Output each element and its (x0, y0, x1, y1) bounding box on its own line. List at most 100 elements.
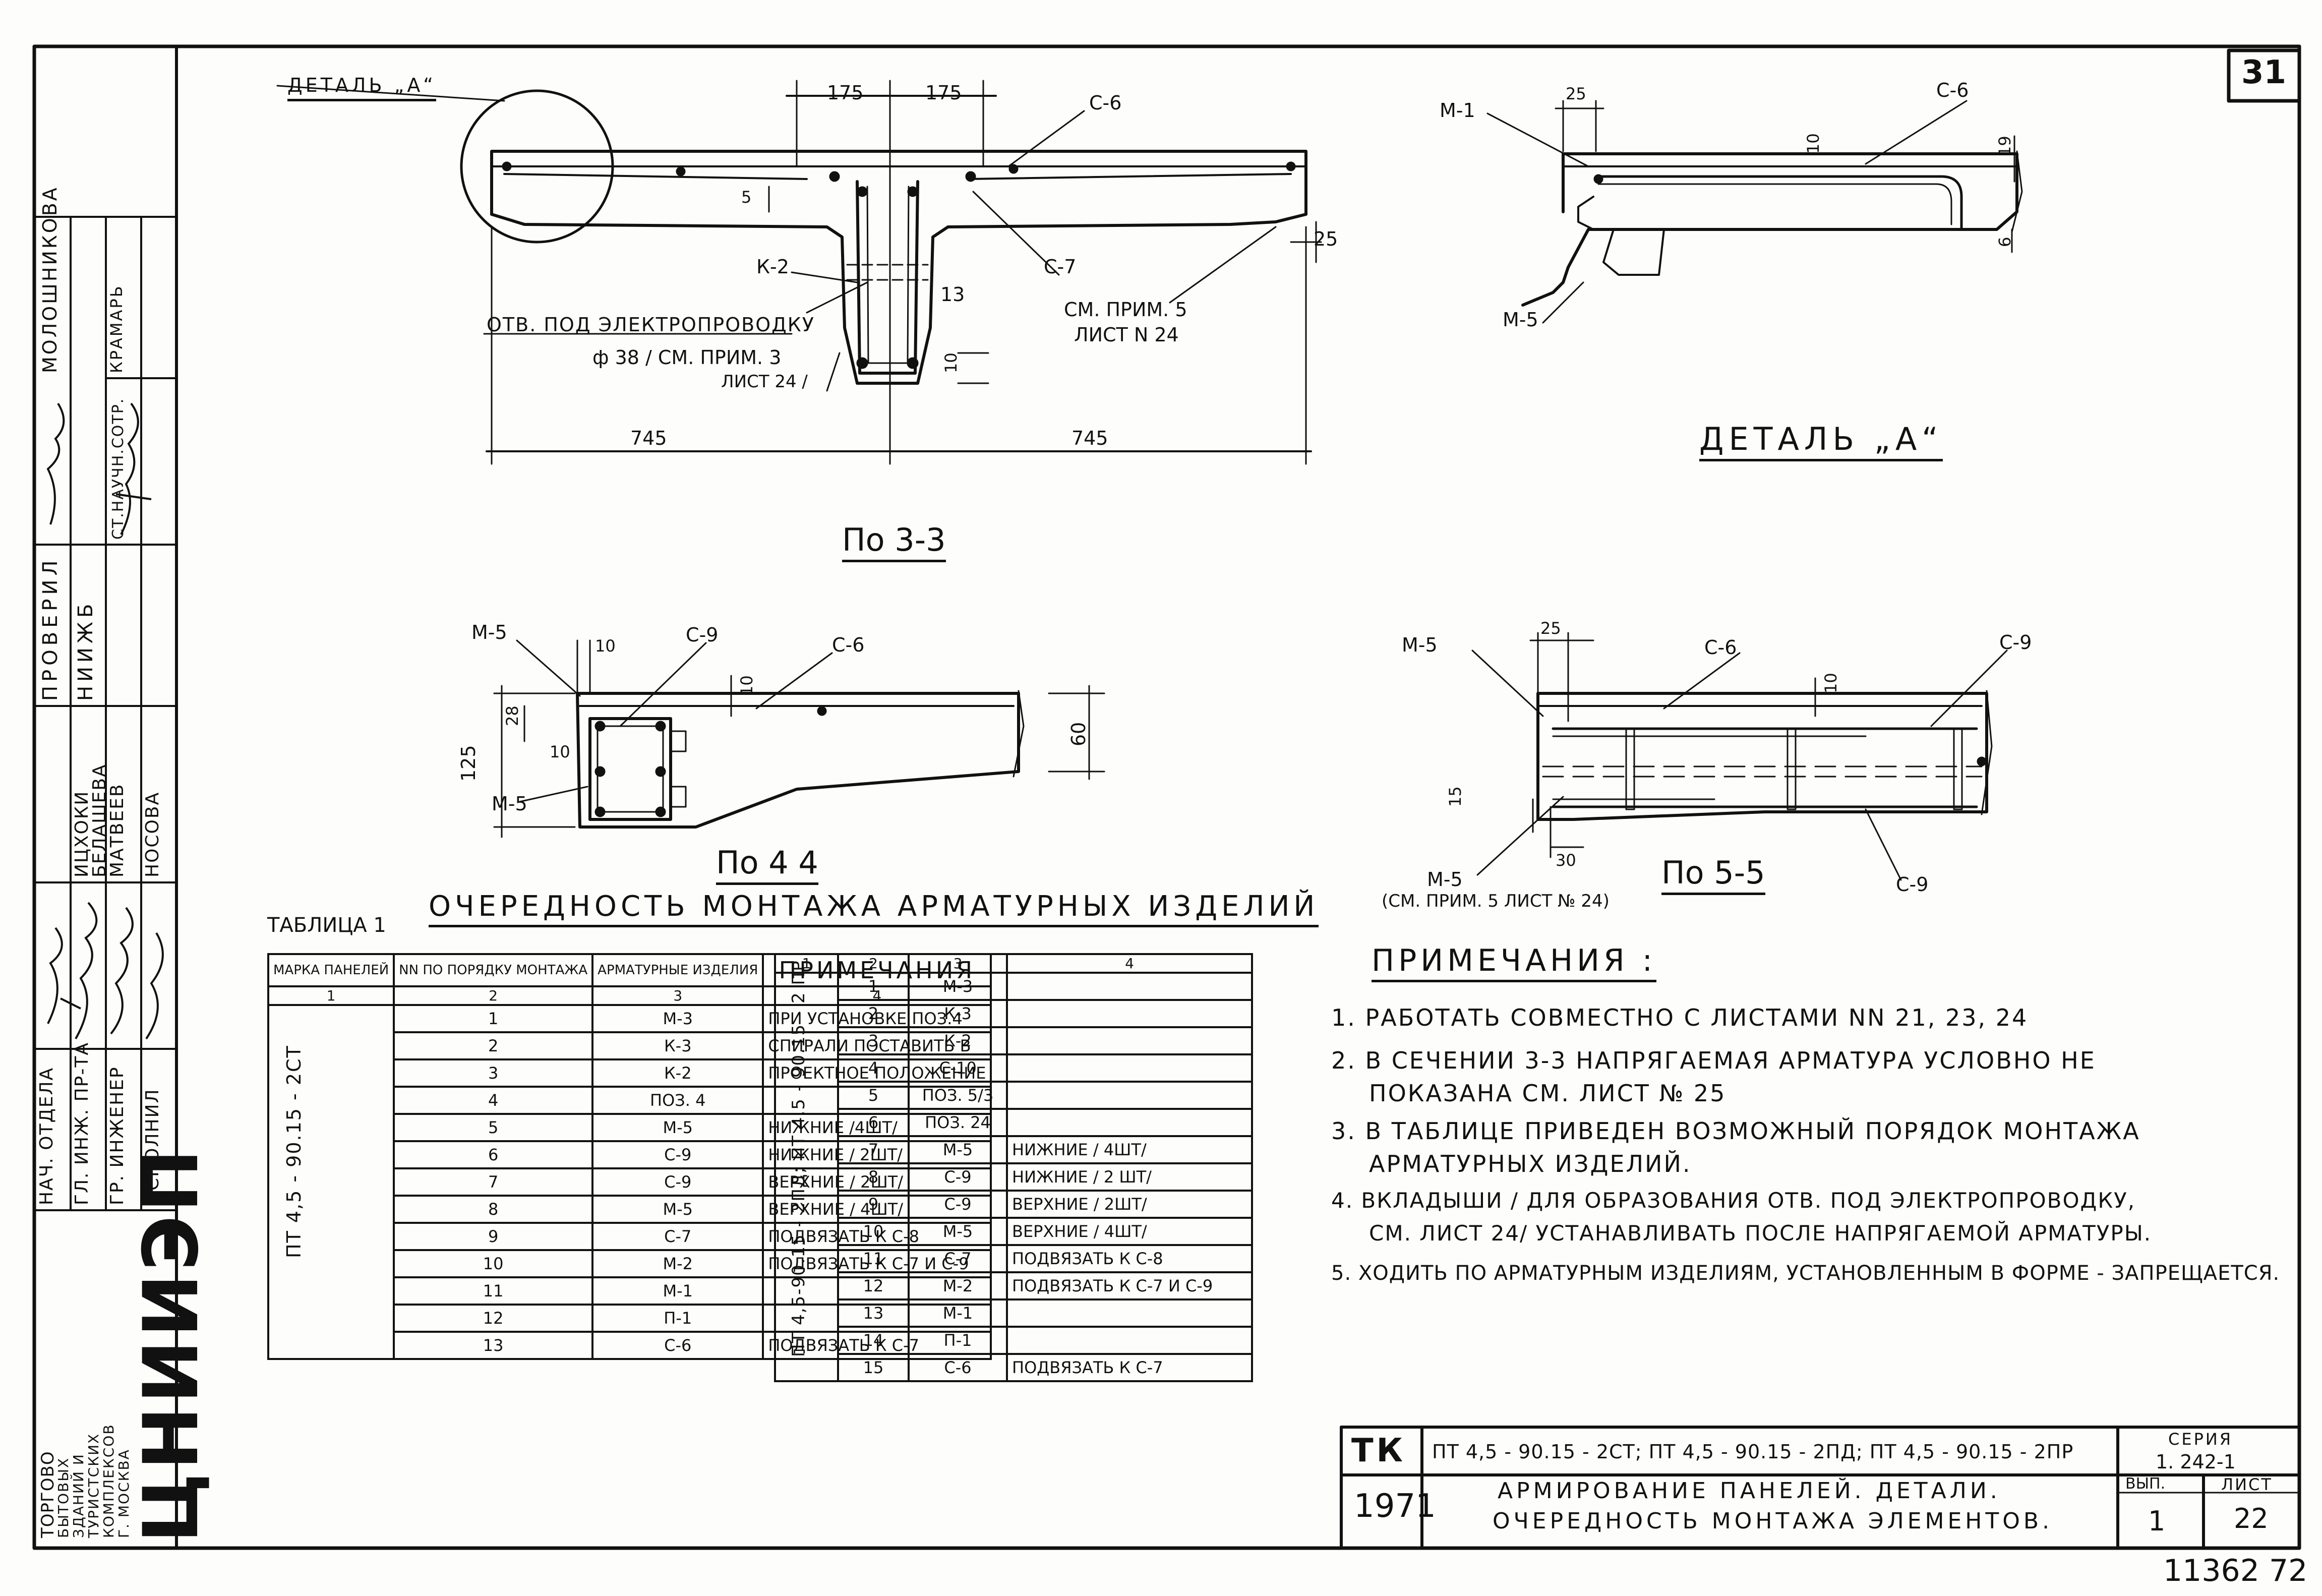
dim-60: 60 (1067, 722, 1090, 746)
row-note: НИЖНИЕ / 4ШТ/ (1006, 1135, 1253, 1164)
assembly-table-right: 1 2 3 4 ПТ 4,5-90.15 - 2ПД; ПТ 4,5 - 90.… (774, 953, 1253, 1382)
row-order: 15 (837, 1353, 910, 1382)
row-item: М-1 (591, 1276, 764, 1306)
row-order: 8 (837, 1162, 910, 1192)
dim-745: 745 (1071, 427, 1108, 449)
col-number: 3 (591, 985, 764, 1006)
row-order: 7 (837, 1135, 910, 1164)
row-note (1006, 972, 1253, 1001)
mark-m5: М-5 (471, 621, 507, 643)
row-order: 12 (393, 1304, 594, 1333)
row-item: К-2 (908, 1026, 1008, 1055)
panel-mark: ПТ 4,5 - 90.15 - 2СТ (283, 1045, 305, 1258)
mark-c9: С-9 (686, 624, 719, 646)
dim-10: 10 (595, 636, 616, 656)
m5-note: (СМ. ПРИМ. 5 ЛИСТ № 24) (1382, 891, 1610, 911)
row-item: П-1 (908, 1326, 1008, 1355)
dim-745: 745 (630, 427, 667, 449)
row-item: К-2 (591, 1058, 764, 1088)
table-caption: ТАБЛИЦА 1 (267, 914, 386, 937)
row-item: ПОЗ. 4 (591, 1086, 764, 1115)
see-sheet-24: ЛИСТ N 24 (1074, 324, 1179, 346)
row-order: 3 (393, 1058, 594, 1088)
issue-label: ВЫП. (2125, 1475, 2166, 1493)
panel-mark-cell: ПТ 4,5-90.15 - 2ПД; ПТ 4,5 - 90.15 - 2 П… (774, 960, 839, 1382)
mark-c9: С-9 (1896, 873, 1929, 896)
row-order: 5 (393, 1113, 594, 1142)
year: 1971 (1354, 1488, 1436, 1525)
mark-m5: М-5 (492, 793, 527, 815)
row-order: 8 (393, 1195, 594, 1224)
row-order: 7 (393, 1167, 594, 1197)
section-33-drawing (276, 80, 1322, 465)
row-order: 4 (393, 1086, 594, 1115)
dim-175: 175 (925, 82, 962, 104)
series-number: 1. 242-1 (2156, 1451, 2236, 1473)
sheet-label: ЛИСТ (2221, 1475, 2273, 1494)
mark-m5: М-5 (1427, 868, 1463, 891)
see-note-5: СМ. ПРИМ. 5 (1064, 299, 1187, 321)
series-label: СЕРИЯ (2168, 1430, 2233, 1449)
mark-c9: С-9 (1999, 631, 2032, 654)
dim-5: 5 (741, 188, 752, 207)
mark-c7: С-7 (1044, 256, 1077, 278)
detail-a-callout: ДЕТАЛЬ „А“ (287, 76, 436, 101)
col-number: 2 (393, 985, 594, 1006)
note-item: СМ. ЛИСТ 24/ УСТАНАВЛИВАТЬ ПОСЛЕ НАПРЯГА… (1369, 1221, 2152, 1246)
mark-c6: С-6 (1704, 636, 1737, 659)
note-item: 3. В ТАБЛИЦЕ ПРИВЕДЕН ВОЗМОЖНЫЙ ПОРЯДОК … (1331, 1117, 2140, 1145)
row-order: 13 (393, 1331, 594, 1360)
row-item: М-5 (591, 1195, 764, 1224)
row-note (1006, 1298, 1253, 1328)
row-order: 12 (837, 1271, 910, 1301)
row-note: НИЖНИЕ / 2 ШТ/ (1006, 1162, 1253, 1192)
row-item: ПОЗ. 24 (908, 1108, 1008, 1137)
dim-10: 10 (1804, 133, 1823, 154)
note-item: АРМАТУРНЫХ ИЗДЕЛИЙ. (1369, 1150, 1692, 1177)
dim-25: 25 (1314, 228, 1338, 250)
notes-title: ПРИМЕЧАНИЯ : (1372, 945, 1657, 982)
row-item: С-9 (908, 1162, 1008, 1192)
note-item: 4. ВКЛАДЫШИ / ДЛЯ ОБРАЗОВАНИЯ ОТВ. ПОД Э… (1331, 1188, 2136, 1213)
mark-m1: М-1 (1440, 99, 1475, 122)
mark-c6: С-6 (1936, 79, 1969, 101)
row-order: 9 (393, 1222, 594, 1251)
row-order: 10 (837, 1217, 910, 1246)
row-item: С-9 (591, 1167, 764, 1197)
row-order: 14 (837, 1326, 910, 1355)
detail-a-drawing (1486, 100, 2023, 324)
note-item: 2. В СЕЧЕНИИ 3-3 НАПРЯГАЕМАЯ АРМАТУРА УС… (1331, 1047, 2096, 1074)
archive-code: 11362 72 (2163, 1553, 2308, 1588)
row-order: 2 (393, 1031, 594, 1060)
row-note: ВЕРХНИЕ / 2ШТ/ (1006, 1190, 1253, 1219)
row-item: М-2 (908, 1271, 1008, 1301)
row-order: 10 (393, 1249, 594, 1278)
row-item: С-6 (908, 1353, 1008, 1382)
mark-c6: С-6 (832, 634, 865, 656)
row-order: 2 (837, 999, 910, 1028)
mark-k2: К-2 (756, 256, 789, 278)
row-item: С-10 (908, 1053, 1008, 1083)
row-order: 5 (837, 1081, 910, 1110)
dim-10: 10 (941, 352, 961, 373)
row-note (1006, 1053, 1253, 1083)
table-row: ПТ 4,5-90.15 - 2ПД; ПТ 4,5 - 90.15 - 2 П… (774, 960, 1253, 1382)
panel-mark-cell: ПТ 4,5 - 90.15 - 2СТ (267, 1004, 395, 1360)
row-item: М-3 (591, 1004, 764, 1033)
row-item: М-5 (591, 1113, 764, 1142)
detail-a-title: ДЕТАЛЬ „А“ (1699, 424, 1943, 461)
issue-number: 1 (2148, 1505, 2166, 1537)
row-item: К-3 (591, 1031, 764, 1060)
row-order: 9 (837, 1190, 910, 1219)
